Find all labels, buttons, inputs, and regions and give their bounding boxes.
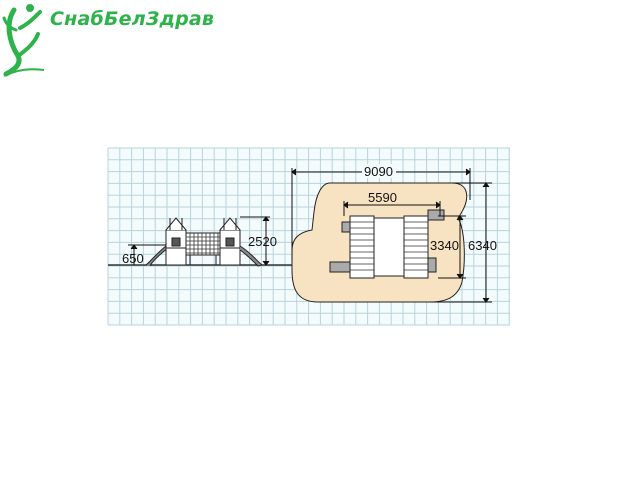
side-platform-label: 650 xyxy=(122,251,144,266)
brand-name: СнабБелЗдрав xyxy=(50,8,215,30)
brand-logo: СнабБелЗдрав xyxy=(0,0,230,80)
running-figure-icon xyxy=(2,4,45,77)
side-view xyxy=(145,217,264,267)
side-view-dimensions xyxy=(128,216,270,266)
plan-dimensions xyxy=(291,168,492,303)
plan-equipment xyxy=(329,209,445,279)
overall-depth-label: 6340 xyxy=(468,238,497,253)
side-height-label: 2520 xyxy=(248,234,277,249)
equipment-width-label: 5590 xyxy=(368,190,397,205)
overall-width-label: 9090 xyxy=(364,164,393,179)
equipment-depth-label: 3340 xyxy=(430,238,459,253)
